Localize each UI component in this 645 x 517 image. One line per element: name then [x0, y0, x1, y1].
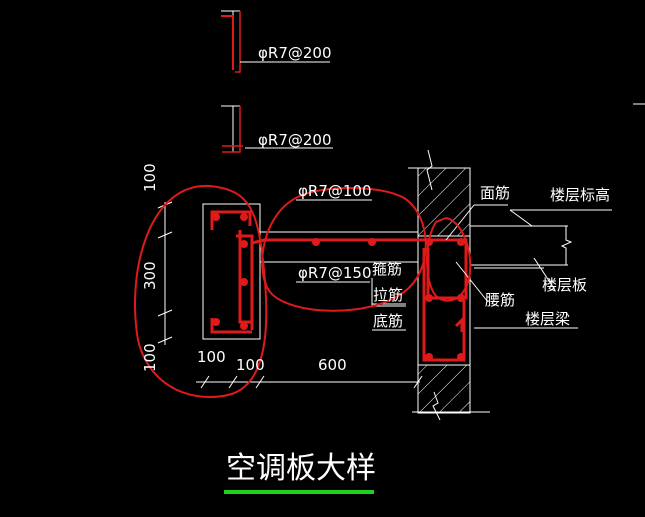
callout-floor-slab: 楼层板: [542, 276, 587, 294]
mid-bar-label: φR7@150: [298, 264, 372, 282]
dim-v-300: 300: [141, 261, 159, 290]
top-rebar-label-1: φR7@200: [258, 44, 332, 62]
leader-lines: [296, 103, 645, 331]
markup-circles: [134, 184, 472, 398]
callout-waist-bar: 腰筋: [485, 291, 515, 309]
callout-tie-bar: 拉筋: [373, 286, 403, 304]
top-detail-1: [221, 10, 330, 73]
callout-floor-elev: 楼层标高: [550, 186, 610, 204]
callout-stirrup: 箍筋: [372, 260, 402, 278]
callout-face-bar: 面筋: [480, 184, 510, 202]
dim-h-600: 600: [318, 356, 347, 374]
dim-h-100-b: 100: [236, 356, 265, 374]
dim-v-100-bottom: 100: [141, 343, 159, 372]
top-rebar-label-2: φR7@200: [258, 131, 332, 149]
ac-board-outline: [202, 203, 418, 340]
callout-floor-beam: 楼层梁: [525, 310, 570, 328]
drawing-title: 空调板大样: [226, 451, 376, 486]
dim-h-100-a: 100: [197, 348, 226, 366]
top-bar-label: φR7@100: [298, 182, 372, 200]
top-detail-2: [221, 105, 333, 153]
dim-v-100-top: 100: [141, 163, 159, 192]
callout-bottom-bar: 底筋: [373, 312, 403, 330]
wall-column: [408, 149, 490, 421]
floor-slab: [470, 209, 612, 266]
